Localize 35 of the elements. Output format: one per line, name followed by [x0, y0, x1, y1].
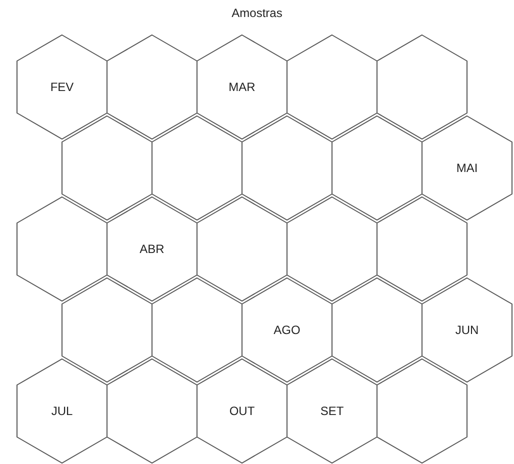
- hexagon: [197, 359, 287, 463]
- hexagon: [17, 197, 107, 301]
- month-label: SET: [320, 404, 344, 418]
- hexagon: [62, 278, 152, 382]
- hexagon: [107, 359, 197, 463]
- hexagon: [332, 278, 422, 382]
- hexagon: [17, 35, 107, 139]
- hexagon: [287, 35, 377, 139]
- hexagon: [17, 359, 107, 463]
- month-label: JUN: [455, 323, 479, 337]
- hexagon: [152, 116, 242, 220]
- hexagon: [377, 197, 467, 301]
- hexagon: [197, 197, 287, 301]
- month-label: OUT: [229, 404, 255, 418]
- hexagon: [332, 116, 422, 220]
- hexagon: [197, 35, 287, 139]
- hexagon: [242, 278, 332, 382]
- hexagon: [377, 359, 467, 463]
- month-label: FEV: [50, 80, 74, 94]
- month-label: MAR: [228, 80, 256, 94]
- month-label: ABR: [140, 242, 164, 256]
- chart-title: Amostras: [232, 6, 282, 20]
- hexagon: [152, 278, 242, 382]
- month-label: AGO: [274, 323, 300, 337]
- hexagon: [242, 116, 332, 220]
- hexagon: [107, 35, 197, 139]
- hexagon: [422, 278, 512, 382]
- hexagon: [422, 116, 512, 220]
- hexagon: [62, 116, 152, 220]
- hexagon: [377, 35, 467, 139]
- month-label: MAI: [456, 161, 478, 175]
- hexagon: [107, 197, 197, 301]
- month-label: JUL: [51, 404, 73, 418]
- hexagon: [287, 359, 377, 463]
- hexagon: [287, 197, 377, 301]
